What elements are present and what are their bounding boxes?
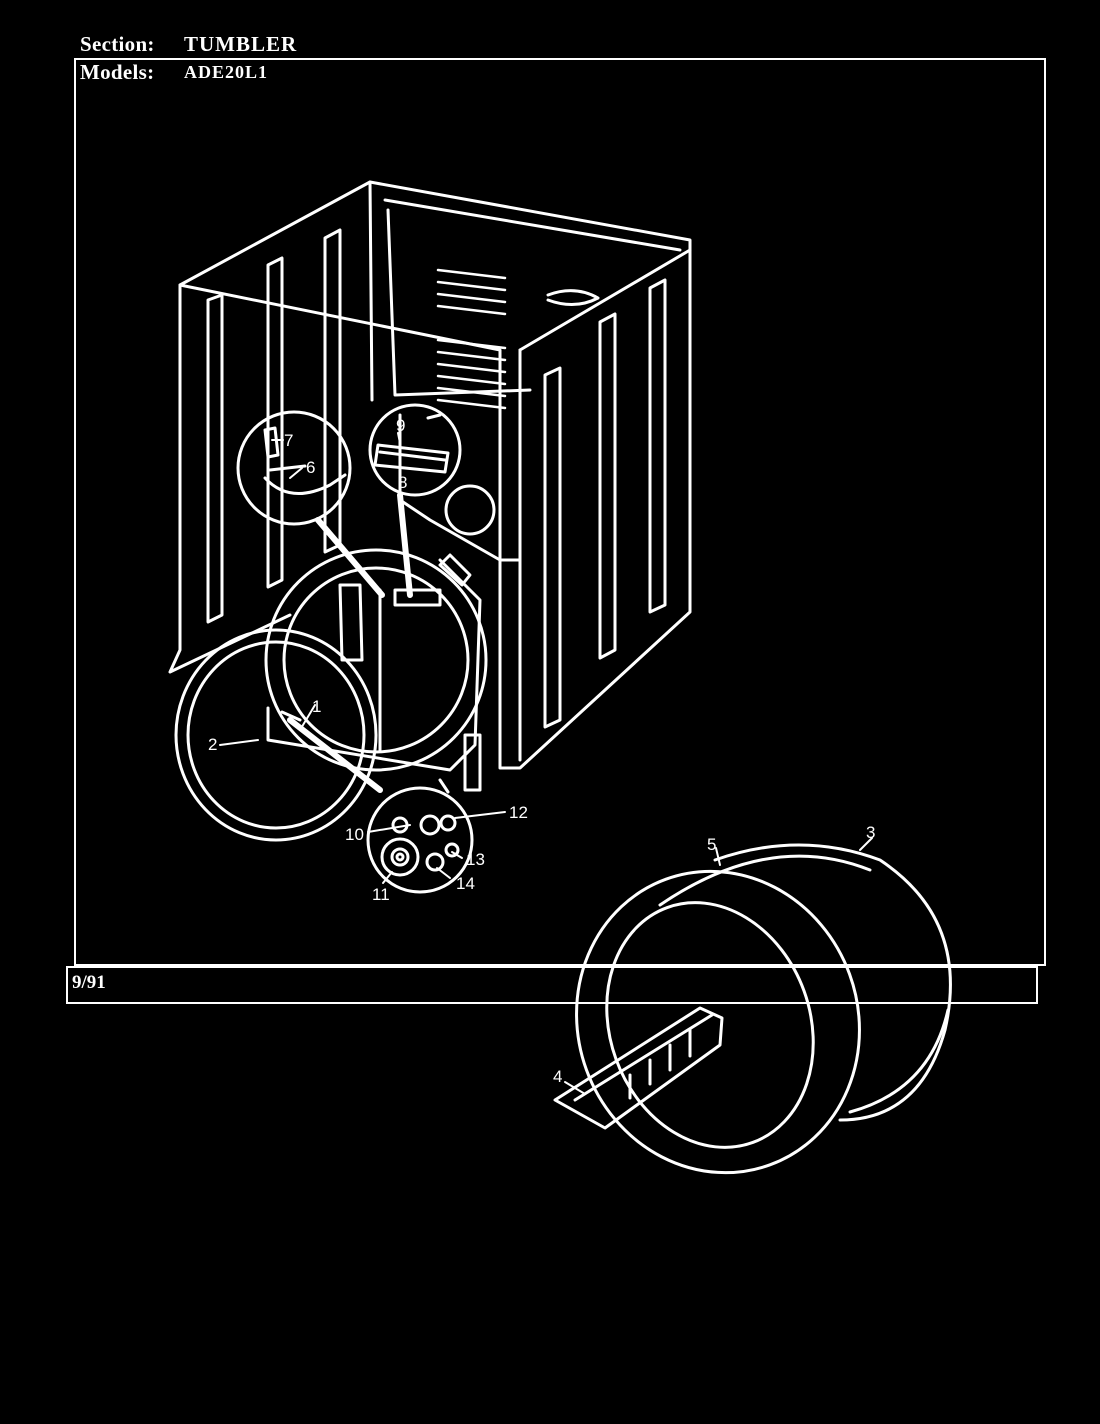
detail-bubble-bearing [287,717,474,894]
cabinet [168,180,692,770]
callout-1: 1 [312,697,321,716]
leader-lines [219,432,873,1095]
detail-bubble-heater [368,403,462,598]
callout-13: 13 [466,850,485,869]
callout-14: 14 [456,874,475,893]
callout-7: 7 [284,431,293,450]
callout-6: 6 [306,458,315,477]
callout-5: 5 [707,835,716,854]
callout-2: 2 [208,735,217,754]
detail-bubble-sensors [236,410,385,598]
callout-4: 4 [553,1067,562,1086]
section-value: TUMBLER [184,32,298,56]
callout-12: 12 [509,803,528,822]
revision-date: 9/91 [72,972,106,993]
section-label: Section: [80,32,155,56]
diagram-frame [74,58,1046,966]
models-value: ADE20L1 [184,62,269,82]
drum-seal-ring [174,628,378,842]
callout-8: 8 [398,473,407,492]
footer-box [66,966,1038,1004]
callout-10: 10 [345,825,364,844]
tumbler-drum [553,843,952,1175]
callout-11: 11 [372,885,390,904]
callout-3: 3 [866,823,875,842]
models-label: Models: [80,60,155,84]
callout-9: 9 [396,416,405,435]
